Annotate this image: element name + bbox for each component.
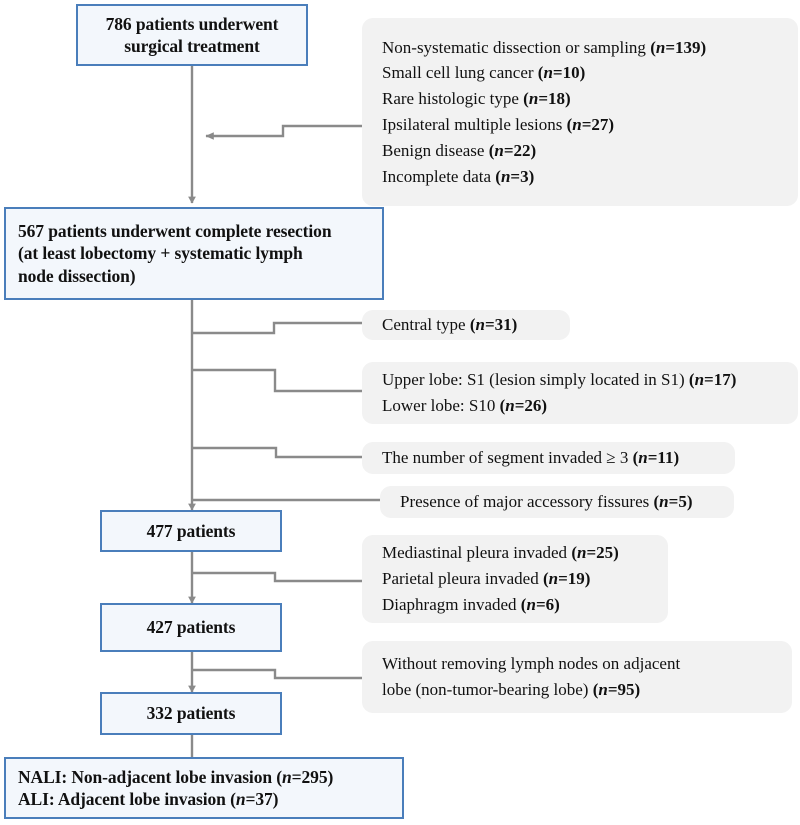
node-786-patients[interactable]: 786 patients underwent surgical treatmen… <box>76 4 308 66</box>
exclusion-item: lobe (non-tumor-bearing lobe) (n=95) <box>382 677 778 703</box>
exclusion-item-count: (n=25) <box>571 543 619 563</box>
exclusion-box-pleura-diaphragm[interactable]: Mediastinal pleura invaded (n=25) Pariet… <box>362 535 668 623</box>
exclusion-item-text: Ipsilateral multiple lesions <box>382 115 567 134</box>
exclusion-box-accessory-fissures[interactable]: Presence of major accessory fissures (n=… <box>380 486 734 518</box>
node-332-patients[interactable]: 332 patients <box>100 692 282 735</box>
node-427-patients[interactable]: 427 patients <box>100 603 282 652</box>
exclusion-item: Non-systematic dissection or sampling (n… <box>382 35 784 61</box>
exclusion-item: Incomplete data (n=3) <box>382 164 784 190</box>
exclusion-item-count: (n=19) <box>542 569 591 589</box>
node-786-line1: 786 patients underwent <box>105 13 279 34</box>
node-final-ali-count: (n=37) <box>230 789 279 809</box>
exclusion-item: Presence of major accessory fissures (n=… <box>400 489 720 515</box>
exclusion-item-count: (n=26) <box>499 396 548 415</box>
node-477-label: 477 patients <box>146 520 236 541</box>
exclusion-item-text: Non-systematic dissection or sampling <box>382 37 651 57</box>
connector-branch-e7 <box>192 668 362 680</box>
node-427-label: 427 patients <box>146 617 236 638</box>
exclusion-item-count: (n=11) <box>632 448 680 468</box>
exclusion-item-text: Central type <box>382 315 470 335</box>
connector-excl1-in <box>205 124 362 140</box>
node-567-line3: node dissection) <box>18 265 136 286</box>
exclusion-item-count: (n=10) <box>537 63 586 83</box>
node-567-line1: 567 patients underwent complete resectio… <box>18 220 332 241</box>
exclusion-item-text: Presence of major accessory fissures <box>400 492 654 512</box>
node-final-nali-text: NALI: Non-adjacent lobe invasion <box>18 766 277 787</box>
exclusion-item-text: Lower lobe: S10 <box>382 396 500 415</box>
connector-branch-e2 <box>192 321 362 335</box>
node-567-patients[interactable]: 567 patients underwent complete resectio… <box>4 207 384 300</box>
exclusion-item-text: Parietal pleura invaded <box>382 569 543 589</box>
exclusion-box-lobe-segments[interactable]: Upper lobe: S1 (lesion simply located in… <box>362 362 798 424</box>
exclusion-item: Diaphragm invaded (n=6) <box>382 592 654 618</box>
exclusion-box-central-type[interactable]: Central type (n=31) <box>362 310 570 340</box>
exclusion-item: Rare histologic type (n=18) <box>382 86 784 112</box>
exclusion-item: Mediastinal pleura invaded (n=25) <box>382 540 654 566</box>
exclusion-item-text: Rare histologic type <box>382 89 524 109</box>
exclusion-box-initial[interactable]: Non-systematic dissection or sampling (n… <box>362 18 798 206</box>
exclusion-item-text: lobe (non-tumor-bearing lobe) <box>382 680 593 699</box>
exclusion-item: Upper lobe: S1 (lesion simply located in… <box>382 367 784 393</box>
exclusion-item-count: (n=139) <box>650 37 707 57</box>
exclusion-box-segments-invaded[interactable]: The number of segment invaded ≥ 3 (n=11) <box>362 442 735 474</box>
exclusion-item-text: Diaphragm invaded <box>382 594 521 614</box>
node-567-line2: (at least lobectomy + systematic lymph <box>18 243 303 264</box>
exclusion-item-count: (n=5) <box>653 492 693 512</box>
exclusion-item-count: (n=18) <box>523 89 571 109</box>
exclusion-item-text: Benign disease <box>382 140 489 160</box>
exclusion-item: Benign disease (n=22) <box>382 138 784 164</box>
exclusion-item-count: (n=27) <box>566 115 615 134</box>
connector-branch-e6 <box>192 571 362 583</box>
node-final-ali: ALI: Adjacent lobe invasion (n=37) <box>18 788 278 810</box>
exclusion-item-text: Incomplete data <box>382 166 496 186</box>
node-final-nali: NALI: Non-adjacent lobe invasion (n=295) <box>18 766 333 788</box>
exclusion-item-count: (n=17) <box>688 370 737 390</box>
exclusion-item: Without removing lymph nodes on adjacent <box>382 651 778 677</box>
exclusion-item-text: Small cell lung cancer <box>382 63 538 83</box>
exclusion-item-count: (n=22) <box>488 140 537 160</box>
node-786-line2: surgical treatment <box>124 36 260 56</box>
exclusion-item-count: (n=95) <box>592 680 641 699</box>
connector-branch-e3 <box>192 368 362 393</box>
exclusion-item: Parietal pleura invaded (n=19) <box>382 566 654 592</box>
exclusion-item-text: The number of segment invaded ≥ 3 <box>382 448 633 468</box>
exclusion-item: Small cell lung cancer (n=10) <box>382 60 784 86</box>
exclusion-item: Lower lobe: S10 (n=26) <box>382 393 784 419</box>
exclusion-item-count: (n=6) <box>520 594 560 614</box>
exclusion-item: Central type (n=31) <box>382 312 556 338</box>
node-332-label: 332 patients <box>146 703 236 724</box>
exclusion-item: The number of segment invaded ≥ 3 (n=11) <box>382 445 721 471</box>
node-final-nali-count: (n=295) <box>276 766 334 787</box>
node-final-groups[interactable]: NALI: Non-adjacent lobe invasion (n=295)… <box>4 757 404 819</box>
exclusion-item-count: (n=3) <box>495 166 535 186</box>
connector-branch-e4 <box>192 446 362 459</box>
node-477-patients[interactable]: 477 patients <box>100 510 282 552</box>
exclusion-item-text: Upper lobe: S1 (lesion simply located in… <box>382 370 689 390</box>
exclusion-item-count: (n=31) <box>469 315 518 335</box>
exclusion-box-lymph-nodes[interactable]: Without removing lymph nodes on adjacent… <box>362 641 792 713</box>
exclusion-item-text: Without removing lymph nodes on adjacent <box>382 654 681 674</box>
node-final-ali-text: ALI: Adjacent lobe invasion <box>18 789 231 809</box>
exclusion-item: Ipsilateral multiple lesions (n=27) <box>382 112 784 138</box>
exclusion-item-text: Mediastinal pleura invaded <box>382 543 572 563</box>
